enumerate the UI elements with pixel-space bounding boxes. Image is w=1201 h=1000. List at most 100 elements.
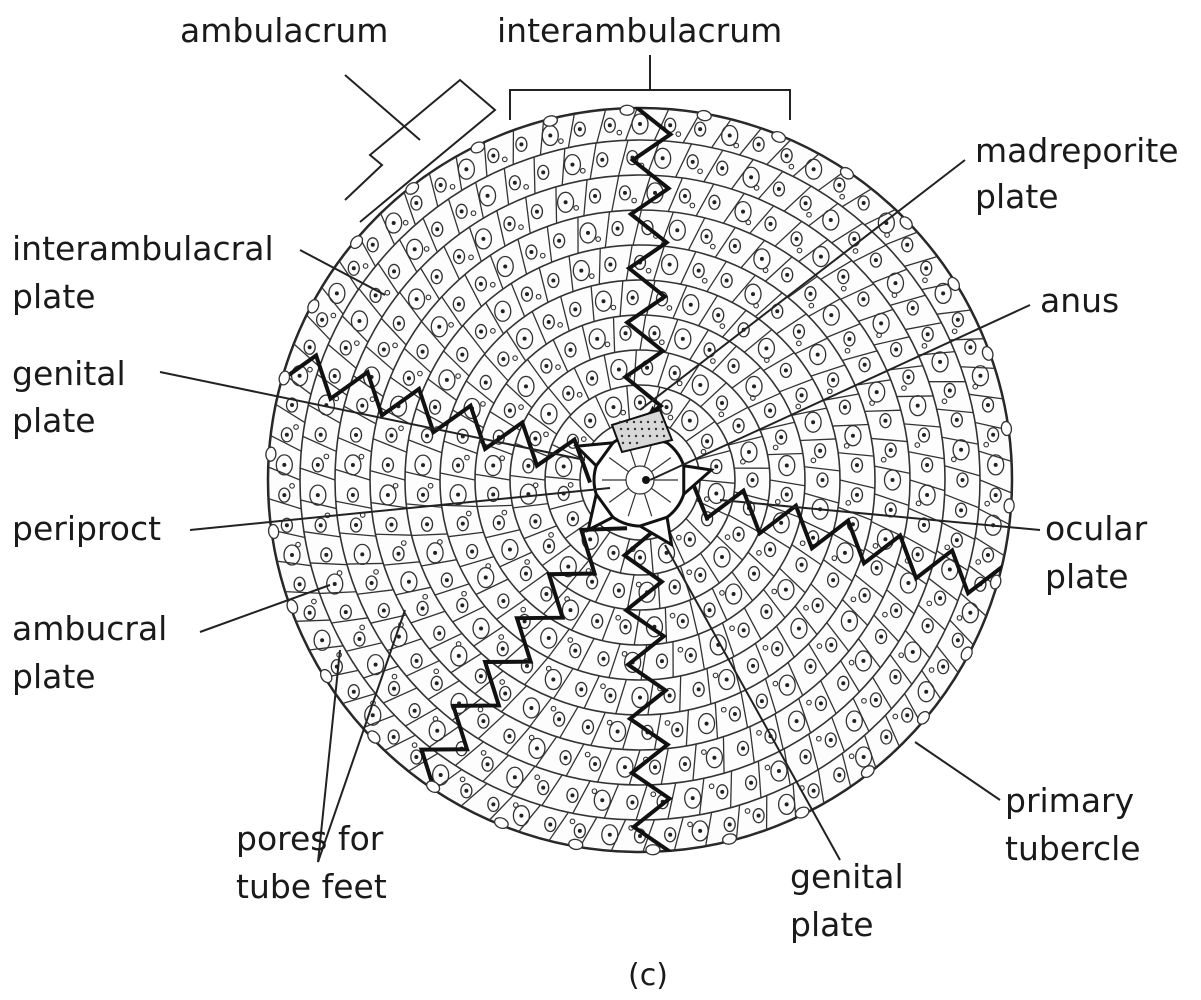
tubercle-center xyxy=(819,701,823,705)
tubercle-center xyxy=(843,405,847,409)
tubercle-center xyxy=(797,626,801,630)
tubercle-center xyxy=(392,269,396,273)
tubercle-center xyxy=(360,404,364,408)
tubercle-center xyxy=(705,439,709,443)
tubercle-center xyxy=(795,719,799,723)
tubercle-center xyxy=(523,337,527,341)
madreporite-stipple xyxy=(622,442,624,444)
tubercle-center xyxy=(551,279,555,283)
tubercle-center xyxy=(893,281,897,285)
madreporite-stipple xyxy=(635,435,637,437)
tubercle-center xyxy=(386,493,390,497)
tubercle-center xyxy=(841,681,845,685)
tubercle-center xyxy=(433,405,437,409)
label-madreporite-line1: madreporite xyxy=(975,131,1179,170)
rim-tubercle xyxy=(1004,498,1015,513)
tubercle-center xyxy=(547,636,551,640)
tubercle-center xyxy=(445,578,449,582)
tubercle-center xyxy=(413,709,417,713)
tubercle-center xyxy=(470,550,474,554)
label-primary-line1: primary xyxy=(1005,781,1134,820)
tubercle-center xyxy=(392,221,396,225)
tubercle-center xyxy=(370,581,374,585)
tubercle-center xyxy=(652,331,656,335)
tubercle-center xyxy=(397,635,401,639)
tubercle-center xyxy=(955,418,959,422)
tubercle-center xyxy=(804,201,808,205)
tubercle-center xyxy=(457,302,461,306)
plate-boundary xyxy=(534,157,535,194)
tubercle-center xyxy=(407,580,411,584)
tubercle-center xyxy=(624,625,628,629)
tubercle-center xyxy=(611,551,615,555)
tubercle-center xyxy=(600,798,604,802)
tubercle-center xyxy=(491,492,495,496)
tubercle-center xyxy=(926,332,930,336)
tubercle-center xyxy=(535,746,539,750)
tubercle-center xyxy=(333,374,337,378)
tubercle-center xyxy=(439,183,443,187)
tubercle-center xyxy=(623,191,627,195)
tubercle-center xyxy=(415,297,419,301)
tubercle-center xyxy=(785,492,789,496)
tubercle-center xyxy=(616,226,620,230)
tubercle-center xyxy=(851,434,855,438)
tubercle-center xyxy=(760,257,764,261)
tubercle-center xyxy=(889,448,893,452)
tubercle-center xyxy=(894,609,898,613)
tubercle-center xyxy=(994,463,998,467)
tubercle-center xyxy=(688,537,692,541)
madreporite-stipple xyxy=(633,421,635,423)
tubercle-center xyxy=(456,463,460,467)
tubercle-center xyxy=(608,123,612,127)
tubercle-center xyxy=(389,433,393,437)
tubercle-center xyxy=(282,493,286,497)
tubercle-center xyxy=(491,154,495,158)
tubercle-center xyxy=(389,523,393,527)
label-ambucral-line1: ambucral xyxy=(12,609,167,648)
label-genital-left-line2: plate xyxy=(12,401,96,440)
tubercle-center xyxy=(785,154,789,158)
madreporite-stipple xyxy=(656,435,658,437)
tubercle-center xyxy=(883,537,887,541)
tubercle-center xyxy=(352,266,356,270)
tubercle-center xyxy=(961,478,965,482)
tubercle-center xyxy=(808,292,812,296)
tubercle-center xyxy=(611,405,615,409)
tubercle-center xyxy=(769,222,773,226)
tubercle-center xyxy=(507,222,511,226)
tubercle-center xyxy=(683,194,687,198)
tubercle-center xyxy=(906,375,910,379)
tubercle-center xyxy=(357,637,361,641)
tubercle-center xyxy=(874,698,878,702)
madreporite-stipple xyxy=(626,421,628,423)
tubercle-center xyxy=(768,548,772,552)
tubercle-center xyxy=(785,464,789,468)
tubercle-center xyxy=(855,463,859,467)
tubercle-center xyxy=(601,299,605,303)
tubercle-center xyxy=(732,592,736,596)
tubercle-center xyxy=(638,834,642,838)
label-pores-line2: tube feet xyxy=(236,867,387,906)
tubercle-center xyxy=(285,433,289,437)
tubercle-center xyxy=(570,793,574,797)
tubercle-center xyxy=(316,463,320,467)
tubercle-center xyxy=(593,194,597,198)
madreporite-stipple xyxy=(621,435,623,437)
madreporite-stipple xyxy=(634,428,636,430)
tubercle-center xyxy=(779,435,783,439)
tubercle-center xyxy=(705,722,709,726)
urchin-test-disc xyxy=(265,105,1014,855)
tubercle-center xyxy=(513,181,517,185)
tubercle-center xyxy=(725,677,729,681)
tubercle-center xyxy=(863,593,867,597)
tubercle-center xyxy=(742,628,746,632)
tubercle-center xyxy=(819,255,823,259)
tubercle-center xyxy=(319,523,323,527)
plate-boundary xyxy=(723,737,724,773)
tubercle-center xyxy=(600,158,604,162)
tubercle-center xyxy=(862,755,866,759)
madreporite-stipple xyxy=(629,442,631,444)
tubercle-center xyxy=(911,306,915,310)
